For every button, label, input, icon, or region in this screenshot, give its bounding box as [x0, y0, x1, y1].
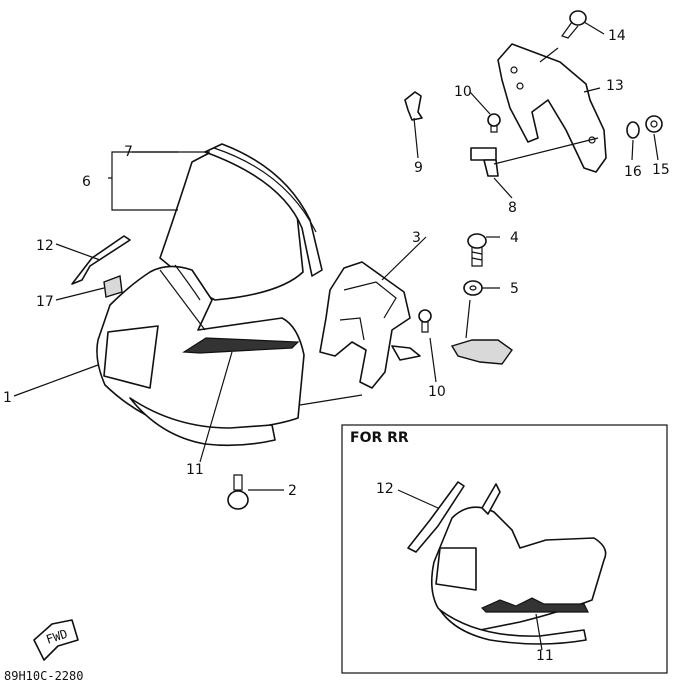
- bracket-13: [497, 43, 607, 173]
- callout-6: 6: [82, 174, 91, 190]
- inset-stripe-11: [480, 597, 589, 613]
- callout-17: 17: [36, 294, 54, 310]
- bolt-10-top: [487, 113, 501, 133]
- callout-12-inset: 12: [376, 481, 394, 497]
- damper: [450, 339, 513, 365]
- callout-1: 1: [3, 390, 12, 406]
- bolt-2: [227, 474, 249, 510]
- washer-16: [626, 121, 640, 139]
- screw-14: [561, 10, 587, 39]
- callout-10-bottom: 10: [428, 384, 446, 400]
- callout-3: 3: [412, 230, 421, 246]
- stripe-12: [71, 235, 131, 285]
- cowling: [96, 264, 305, 447]
- inset-title: FOR RR: [350, 430, 409, 446]
- callout-12: 12: [36, 238, 54, 254]
- inset-stripe-12: [407, 481, 465, 553]
- collar-5: [463, 280, 483, 296]
- stay-3: [319, 261, 421, 389]
- fwd-label: FWD: [44, 627, 69, 647]
- bolt-10-middle: [418, 309, 432, 333]
- callout-15: 15: [652, 162, 670, 178]
- fwd-arrow: FWD: [33, 619, 79, 661]
- bolt-4: [467, 233, 487, 267]
- callout-2: 2: [288, 483, 297, 499]
- callout-16: 16: [624, 164, 642, 180]
- callout-11: 11: [186, 462, 204, 478]
- callout-14: 14: [608, 28, 626, 44]
- inset-for-rr: FOR RR 12 11: [341, 424, 668, 674]
- callout-13: 13: [606, 78, 624, 94]
- callout-9: 9: [414, 160, 423, 176]
- nut-8: [470, 147, 499, 177]
- callout-4: 4: [510, 230, 519, 246]
- clip-9: [404, 91, 423, 121]
- emblem-17: [103, 275, 123, 298]
- callout-10-top: 10: [454, 84, 472, 100]
- leader-lines: [13, 21, 659, 491]
- windshield: [159, 143, 323, 301]
- nut-15: [645, 115, 663, 133]
- stripe-11: [182, 337, 300, 354]
- drawing-code: 89H10C-2280: [4, 669, 83, 683]
- callout-7: 7: [124, 144, 133, 160]
- callout-11-inset: 11: [536, 648, 554, 664]
- callout-5: 5: [510, 281, 519, 297]
- callout-8: 8: [508, 200, 517, 216]
